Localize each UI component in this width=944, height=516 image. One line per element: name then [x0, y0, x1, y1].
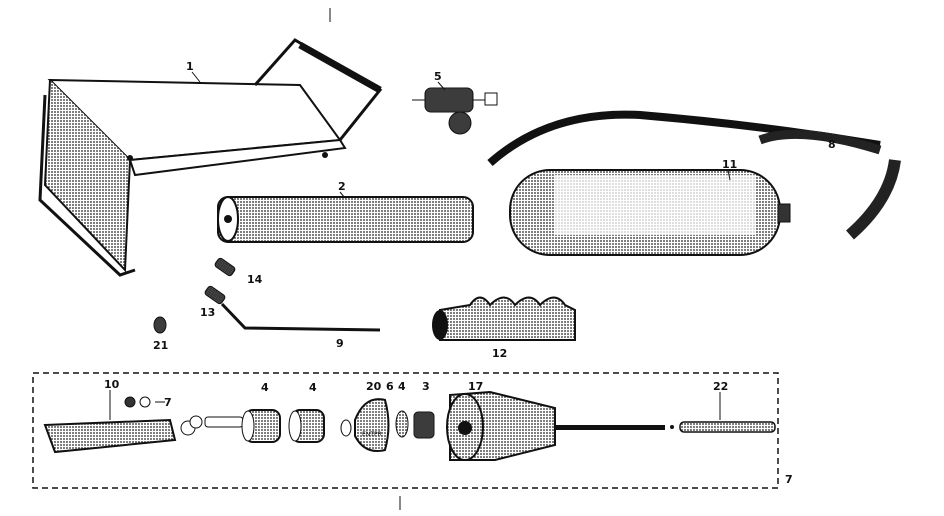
- part-number-7-assembly: 7: [785, 473, 793, 486]
- assembly-7-boundary: [32, 372, 779, 489]
- part-4-spool-b: [288, 409, 325, 443]
- part-number-7: 7: [164, 396, 172, 409]
- part-12-grip: [432, 296, 576, 341]
- washer: [189, 415, 203, 429]
- part-3-gear: [413, 411, 435, 439]
- part-number-20: 20: [366, 380, 382, 393]
- part-number-10: 10: [104, 378, 120, 391]
- part-number-3: 3: [422, 380, 430, 393]
- part-number-14: 14: [247, 273, 263, 286]
- part-number-9: 9: [336, 337, 344, 350]
- part-7-screw: [124, 396, 165, 408]
- part-number-12: 12: [492, 347, 507, 360]
- part-number-4-b: 4: [309, 381, 317, 394]
- part-5-valve: [412, 87, 498, 135]
- part-14-fitting: [214, 257, 236, 277]
- part-20-cap: ENTPR: [340, 398, 390, 452]
- part-11-cylinder: [509, 169, 791, 256]
- part-number-2: 2: [338, 180, 346, 193]
- pin: [204, 416, 244, 428]
- part-number-4-a: 4: [261, 381, 269, 394]
- part-number-13: 13: [200, 306, 215, 319]
- part-4-washer: [395, 410, 409, 438]
- part-number-5: 5: [434, 70, 442, 83]
- part-9-13-rod: [204, 285, 381, 332]
- part-number-6: 6: [386, 380, 394, 393]
- part-number-22: 22: [713, 380, 728, 393]
- part-number-21: 21: [153, 339, 168, 352]
- part-10-handle: [43, 418, 196, 454]
- part-22-pin: [679, 421, 776, 433]
- part-4-spool-a: [241, 409, 281, 443]
- part-21-plug: [153, 316, 167, 334]
- part-number-17: 17: [468, 380, 483, 393]
- part-1-tray-stand: [38, 38, 383, 277]
- part-number-4-c: 4: [398, 380, 406, 393]
- part-8-hose: [487, 110, 901, 240]
- part-number-1: 1: [186, 60, 194, 73]
- part-number-8: 8: [828, 138, 836, 151]
- part-17-cone: [446, 390, 556, 461]
- part-2-tube: [217, 196, 474, 243]
- connecting-rod: [555, 425, 665, 430]
- part-number-11: 11: [722, 158, 737, 171]
- cap-brand-text: ENTPR: [362, 431, 382, 438]
